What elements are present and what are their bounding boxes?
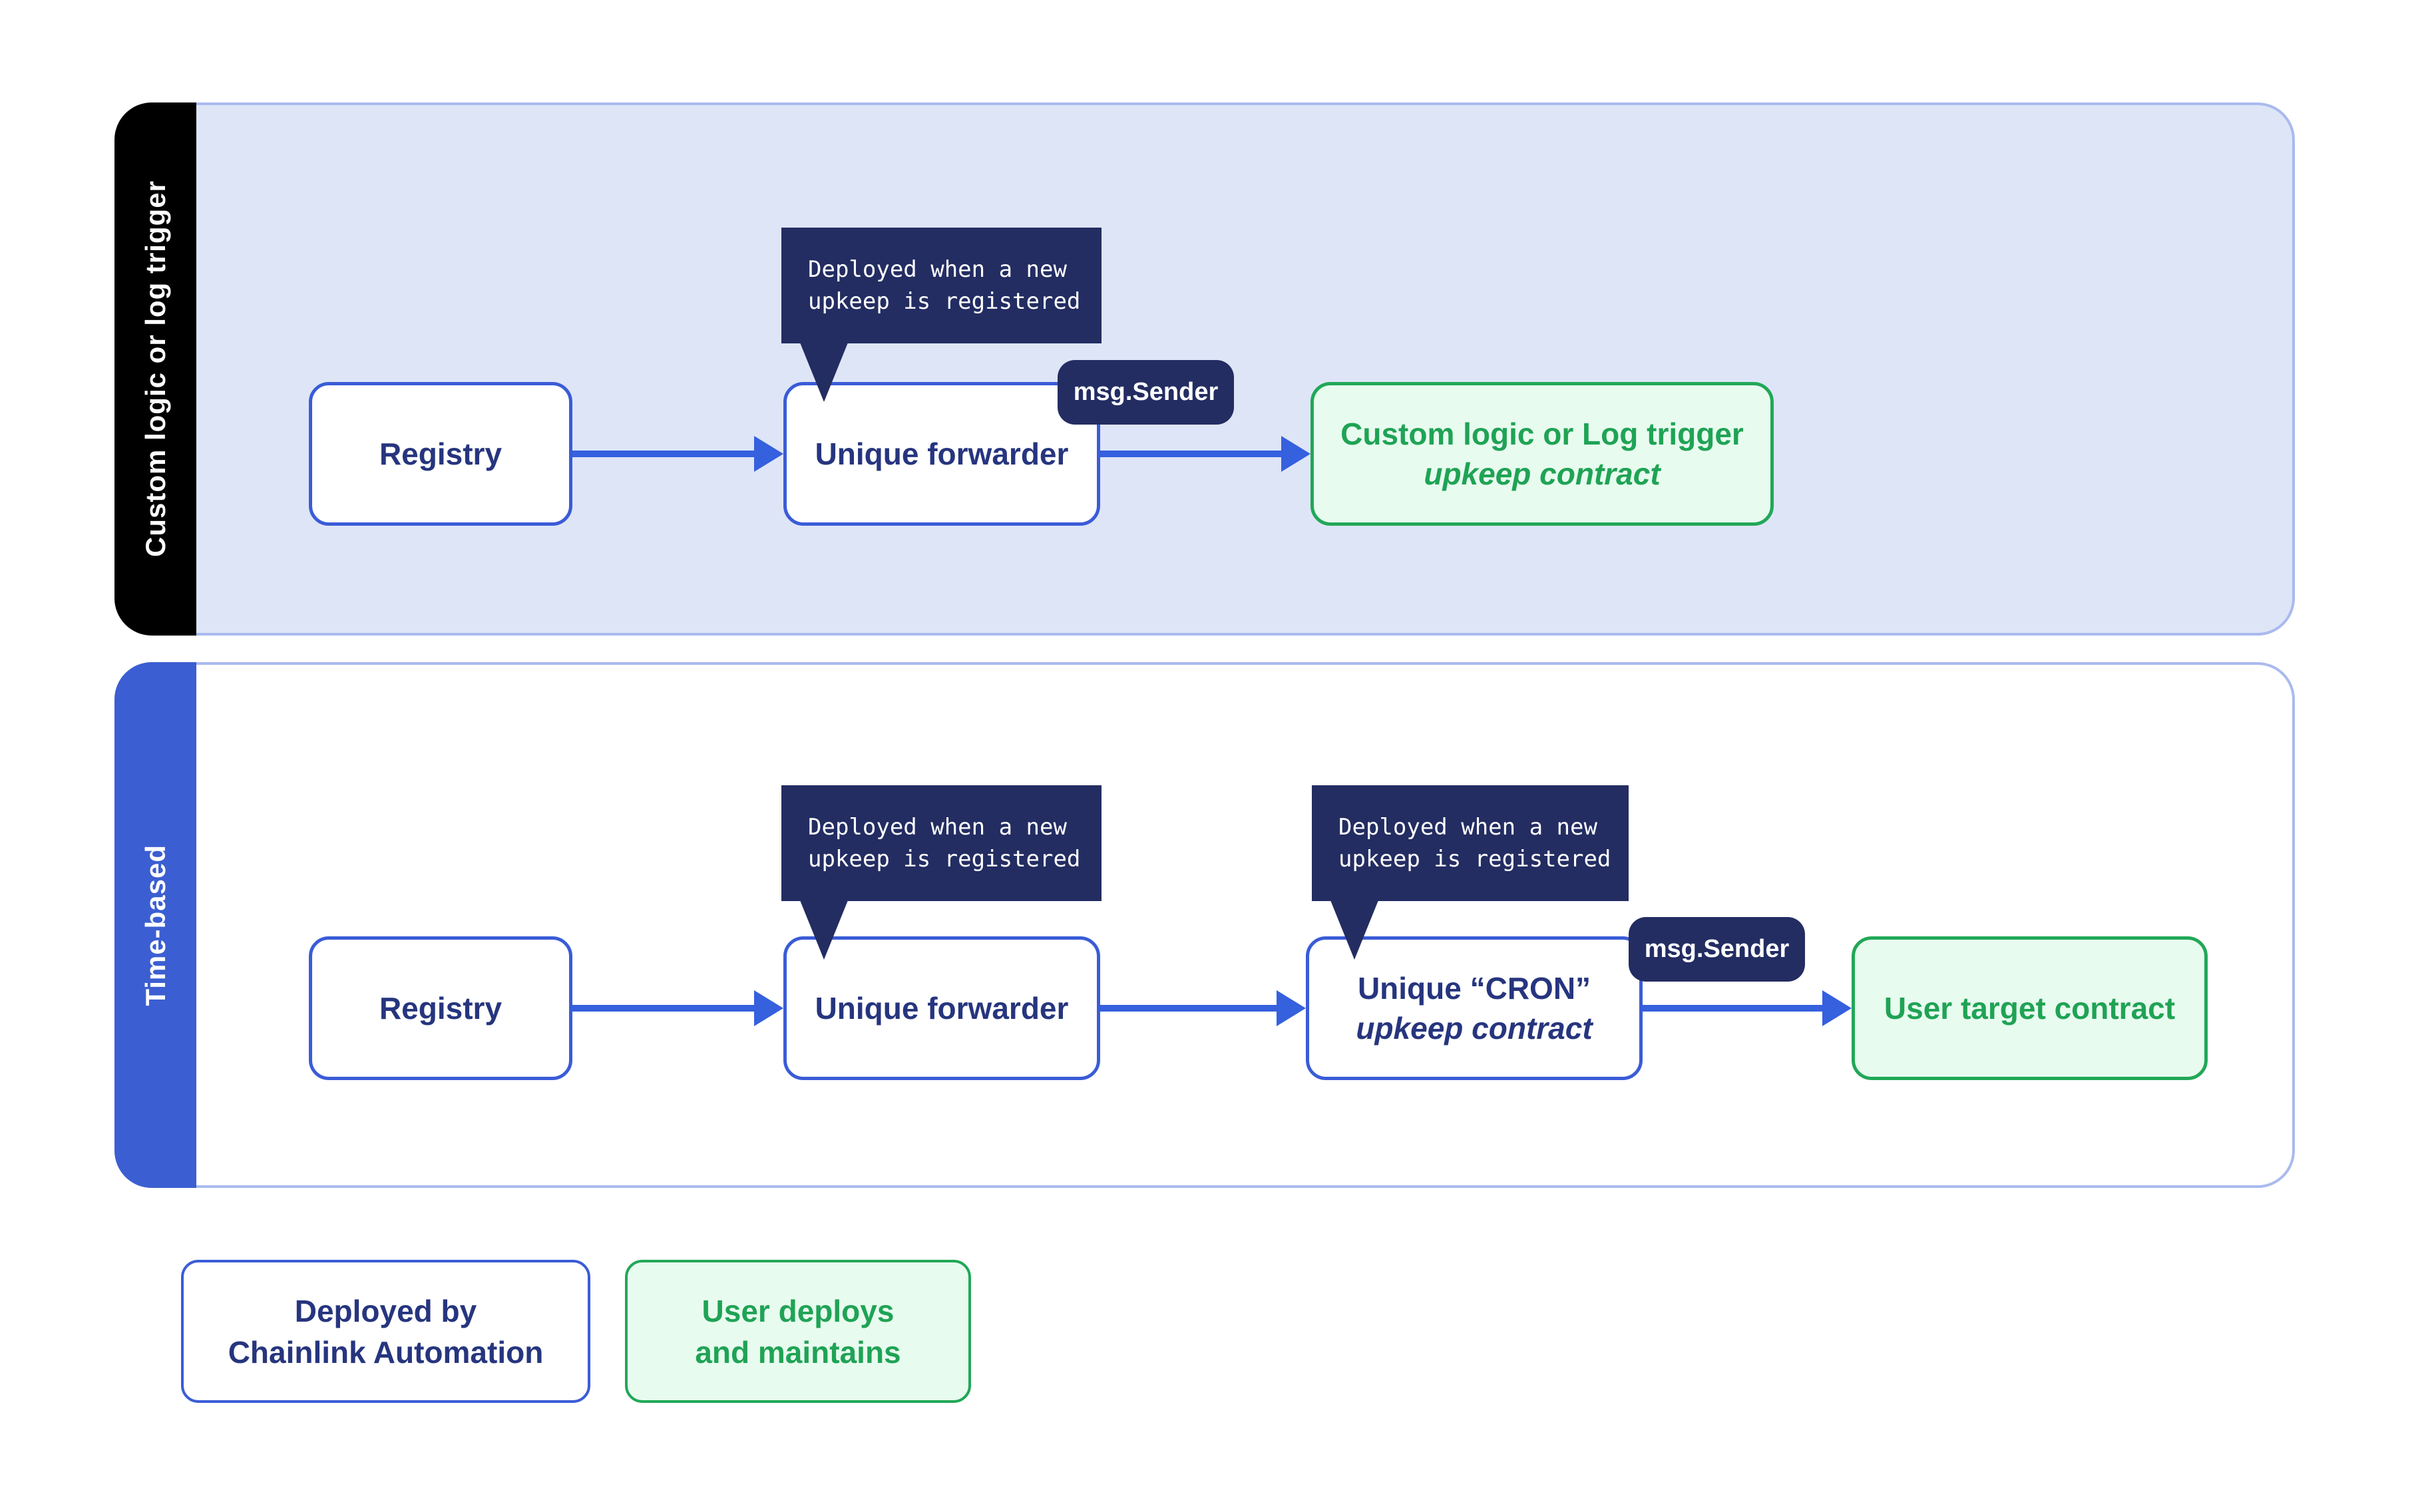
tooltip-line: upkeep is registered xyxy=(1338,846,1611,872)
msg-sender-badge-time: msg.Sender xyxy=(1629,917,1805,982)
unique-forwarder-label: Unique forwarder xyxy=(815,437,1069,471)
user-target-contract-label: User target contract xyxy=(1884,991,2176,1026)
registry-box-time: Registry xyxy=(309,936,572,1080)
arrow-registry-to-forwarder-time xyxy=(572,1005,755,1012)
cron-upkeep-contract-box: Unique “CRON” upkeep contract xyxy=(1306,936,1643,1080)
tooltip-pointer-forwarder-time xyxy=(799,897,849,960)
arrow-forwarder-to-cron xyxy=(1100,1005,1278,1012)
arrowhead-forwarder-to-cron xyxy=(1277,990,1306,1026)
unique-forwarder-label: Unique forwarder xyxy=(815,991,1069,1026)
unique-forwarder-box-time: Unique forwarder xyxy=(783,936,1100,1080)
tooltip-line: Deployed when a new xyxy=(808,814,1067,841)
arrowhead-registry-to-forwarder-time xyxy=(754,990,783,1026)
tooltip-deployed-forwarder-time: Deployed when a new upkeep is registered xyxy=(781,785,1102,901)
registry-label: Registry xyxy=(379,437,502,471)
swimlane-time-based-label: Time-based xyxy=(139,844,171,1006)
tooltip-line: upkeep is registered xyxy=(808,288,1081,315)
unique-forwarder-box-custom: Unique forwarder xyxy=(783,382,1100,526)
upkeep-contract-line1: Custom logic or Log trigger xyxy=(1340,417,1744,451)
msg-sender-label: msg.Sender xyxy=(1644,935,1790,963)
arrowhead-cron-to-target xyxy=(1822,990,1852,1026)
arrowhead-forwarder-to-contract xyxy=(1281,436,1310,472)
swimlane-custom-logic-label: Custom logic or log trigger xyxy=(139,180,171,558)
legend-user-line2: and maintains xyxy=(695,1334,901,1370)
cron-upkeep-line2: upkeep contract xyxy=(1356,1011,1593,1045)
arrow-forwarder-to-contract xyxy=(1100,451,1283,457)
tooltip-line: upkeep is registered xyxy=(808,846,1081,872)
registry-label: Registry xyxy=(379,991,502,1026)
tooltip-deployed-cron: Deployed when a new upkeep is registered xyxy=(1312,785,1629,901)
legend-user-deploys: User deploys and maintains xyxy=(625,1260,971,1403)
upkeep-contract-box-custom: Custom logic or Log trigger upkeep contr… xyxy=(1310,382,1774,526)
tooltip-pointer-cron xyxy=(1329,897,1380,960)
swimlane-time-based xyxy=(114,662,2295,1188)
registry-box-custom: Registry xyxy=(309,382,572,526)
msg-sender-label: msg.Sender xyxy=(1073,378,1219,406)
legend-user-line1: User deploys xyxy=(702,1293,895,1328)
cron-upkeep-line1: Unique “CRON” xyxy=(1357,971,1591,1006)
user-target-contract-box: User target contract xyxy=(1852,936,2208,1080)
legend-chainlink-line1: Deployed by xyxy=(294,1293,477,1328)
upkeep-contract-line2: upkeep contract xyxy=(1424,457,1661,491)
arrow-registry-to-forwarder xyxy=(572,451,755,457)
tooltip-pointer-custom xyxy=(799,339,849,402)
tooltip-line: Deployed when a new xyxy=(808,256,1067,283)
tooltip-line: Deployed when a new xyxy=(1338,814,1597,841)
swimlane-time-based-header: Time-based xyxy=(114,662,196,1188)
swimlane-custom-logic-header: Custom logic or log trigger xyxy=(114,102,196,636)
tooltip-deployed-custom: Deployed when a new upkeep is registered xyxy=(781,228,1102,343)
legend-deployed-by-chainlink: Deployed by Chainlink Automation xyxy=(181,1260,590,1403)
msg-sender-badge-custom: msg.Sender xyxy=(1058,360,1234,425)
legend-chainlink-line2: Chainlink Automation xyxy=(228,1334,544,1370)
arrow-cron-to-target xyxy=(1643,1005,1824,1012)
arrowhead-registry-to-forwarder xyxy=(754,436,783,472)
